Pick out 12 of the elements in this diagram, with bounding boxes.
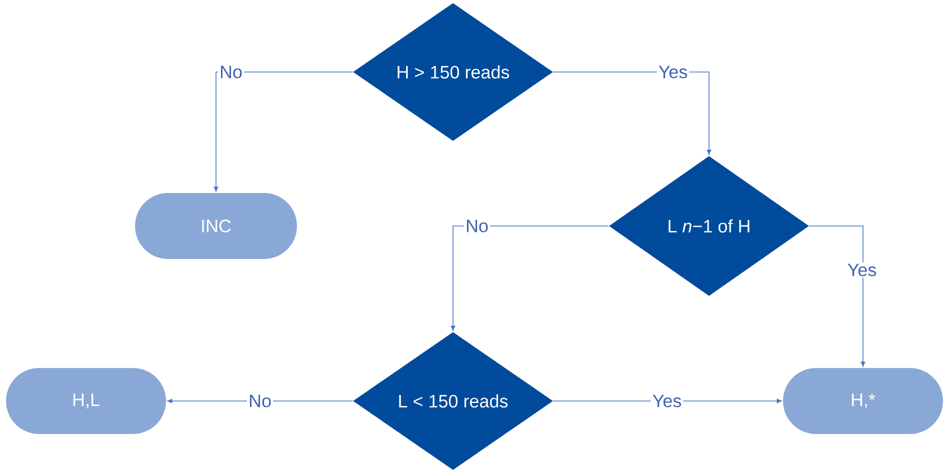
- arrow: [214, 72, 354, 192]
- arrow: [808, 226, 866, 367]
- terminal-box: H,*: [783, 368, 943, 434]
- edge-label: No: [218, 64, 244, 80]
- terminal-box: INC: [135, 192, 297, 259]
- edge-label: No: [464, 218, 490, 234]
- edge-label: Yes: [656, 64, 690, 80]
- edge-label: Yes: [650, 393, 684, 409]
- edge-label: Yes: [846, 262, 878, 278]
- arrow: [450, 226, 610, 331]
- terminal-box: H,L: [6, 368, 166, 434]
- edge-label: No: [247, 393, 274, 409]
